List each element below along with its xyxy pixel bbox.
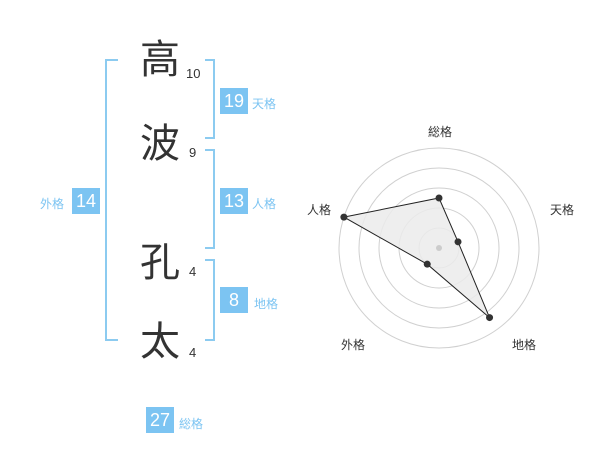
radar-point-3 <box>423 260 431 268</box>
radar-point-2 <box>486 314 494 322</box>
radar-center-dot <box>436 245 442 251</box>
stroke-count-4: 4 <box>189 345 197 360</box>
radar-axis-label-gaikaku: 外格 <box>341 338 366 352</box>
stroke-count-1: 10 <box>186 66 201 81</box>
name-char-3: 孔 <box>140 240 180 286</box>
radar-point-0 <box>435 194 443 202</box>
chikaku-label: 地格 <box>254 297 279 311</box>
radar-axis-label-tenkaku: 天格 <box>550 203 575 217</box>
gaikaku-bracket <box>105 59 118 341</box>
radar-grid-ring <box>378 187 500 309</box>
tenkaku-value-badge: 19 <box>220 88 248 114</box>
stroke-count-2: 9 <box>189 145 197 160</box>
name-char-1: 高 <box>140 37 180 83</box>
radar-grid-ring <box>358 167 520 329</box>
soukaku-label: 総格 <box>179 417 204 431</box>
radar-chart <box>338 147 540 349</box>
radar-grid-ring <box>338 147 540 349</box>
gaikaku-value-badge: 14 <box>72 188 100 214</box>
jinkaku-bracket <box>205 149 215 249</box>
jinkaku-label: 人格 <box>252 197 277 211</box>
name-char-2: 波 <box>140 121 180 167</box>
chikaku-value-badge: 8 <box>220 287 248 313</box>
radar-point-4 <box>340 213 348 221</box>
radar-point-1 <box>454 238 462 246</box>
tenkaku-label: 天格 <box>252 97 277 111</box>
chikaku-bracket <box>205 259 215 341</box>
radar-axis-label-chikaku: 地格 <box>512 338 537 352</box>
tenkaku-bracket <box>205 59 215 139</box>
radar-series-polygon <box>342 197 490 318</box>
soukaku-value-badge: 27 <box>146 407 174 433</box>
stroke-count-3: 4 <box>189 264 197 279</box>
jinkaku-value-badge: 13 <box>220 188 248 214</box>
radar-axis-label-jinkaku: 人格 <box>307 203 332 217</box>
name-char-4: 太 <box>140 319 180 365</box>
radar-axis-label-soukaku: 総格 <box>428 125 453 139</box>
gaikaku-label: 外格 <box>40 197 65 211</box>
